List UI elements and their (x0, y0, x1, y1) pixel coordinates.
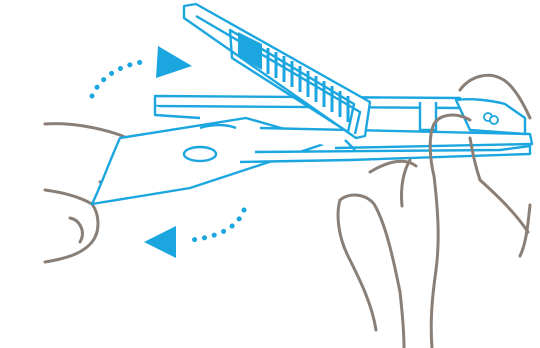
blade-comb (238, 32, 348, 122)
rotate-down-arrow-icon (144, 210, 244, 258)
rotate-up-arrow-icon (92, 46, 192, 96)
plate-hole (184, 147, 216, 161)
